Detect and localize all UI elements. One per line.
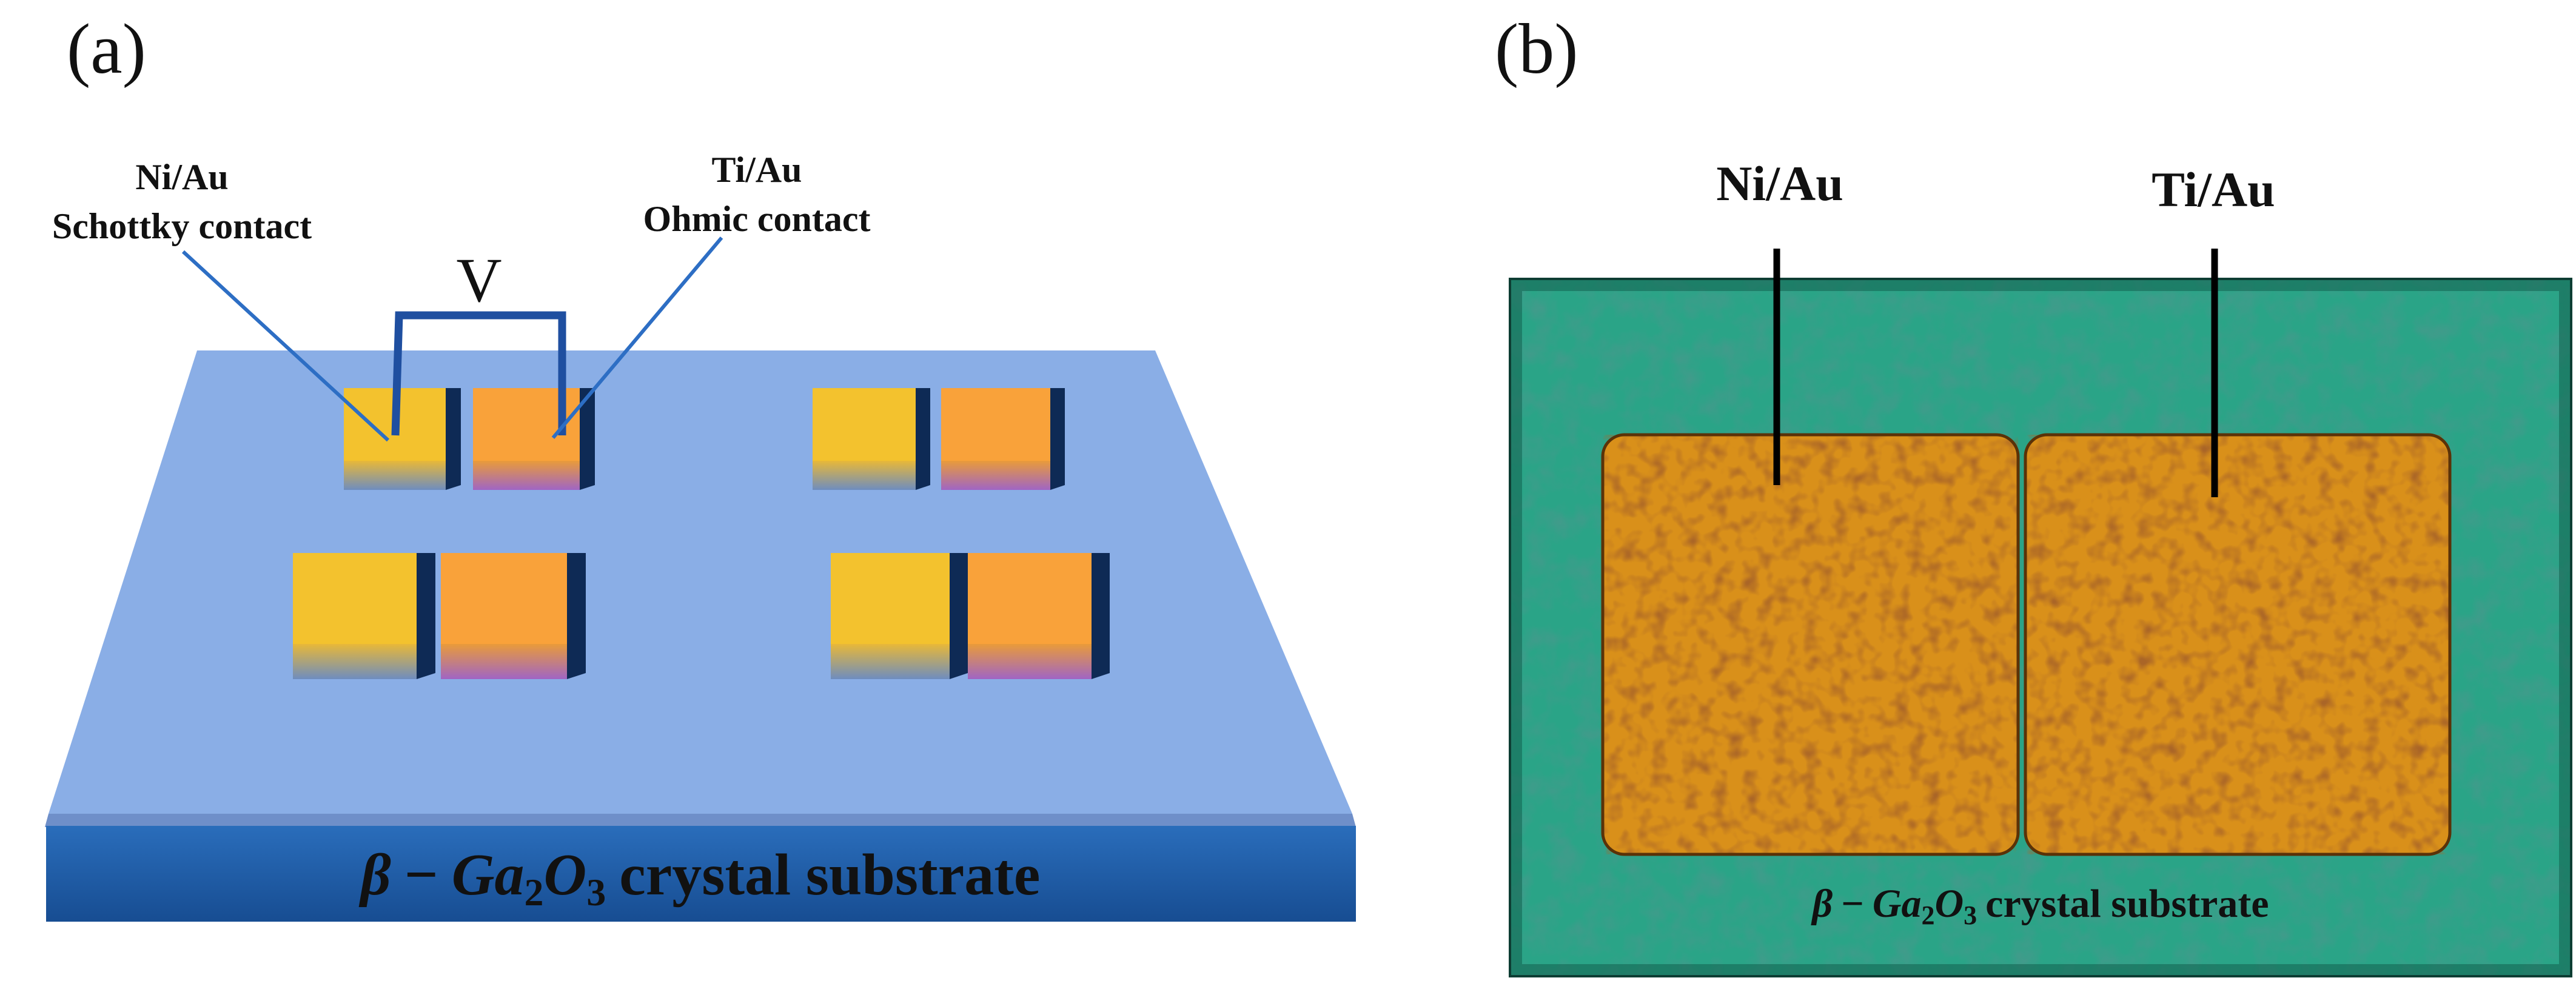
panel-a: (a) xyxy=(45,9,1356,922)
panel-a-label: (a) xyxy=(67,9,146,89)
micrograph-schottky-label: Ni/Au xyxy=(1716,156,1843,211)
voltage-wire xyxy=(391,311,566,436)
schottky-pad xyxy=(831,553,968,679)
voltage-label: V xyxy=(456,246,501,315)
substrate-slab xyxy=(45,350,1356,922)
substrate-bevel xyxy=(45,814,1356,827)
ohmic-leader-line xyxy=(551,236,723,439)
substrate-front-face xyxy=(46,826,1356,922)
contact-pair-front-left xyxy=(293,553,586,679)
ohmic-pad xyxy=(473,388,595,490)
micrograph-ohmic-label: Ti/Au xyxy=(2152,162,2275,217)
schottky-type-label: Schottky contact xyxy=(52,206,312,246)
schottky-pad xyxy=(293,553,435,679)
ohmic-pad xyxy=(441,553,586,679)
ohmic-metal-label: Ti/Au xyxy=(712,150,802,190)
ohmic-pad xyxy=(968,553,1110,679)
panel-b-label: (b) xyxy=(1495,9,1578,89)
schottky-pad xyxy=(344,388,461,490)
micrograph-frame xyxy=(1509,278,2572,977)
micrograph-schottky-pad xyxy=(1601,433,2020,856)
schottky-metal-label: Ni/Au xyxy=(135,157,228,197)
contact-pair-rear-right xyxy=(813,388,1065,490)
contact-pair-front-right xyxy=(831,553,1110,679)
substrate-top-face xyxy=(49,350,1352,814)
micrograph xyxy=(1510,279,2571,976)
ohmic-type-label: Ohmic contact xyxy=(643,199,871,239)
micrograph-ohmic-pad xyxy=(2024,433,2452,856)
schottky-pad xyxy=(813,388,930,490)
schottky-leader-line xyxy=(181,250,390,442)
ohmic-pad xyxy=(941,388,1065,490)
